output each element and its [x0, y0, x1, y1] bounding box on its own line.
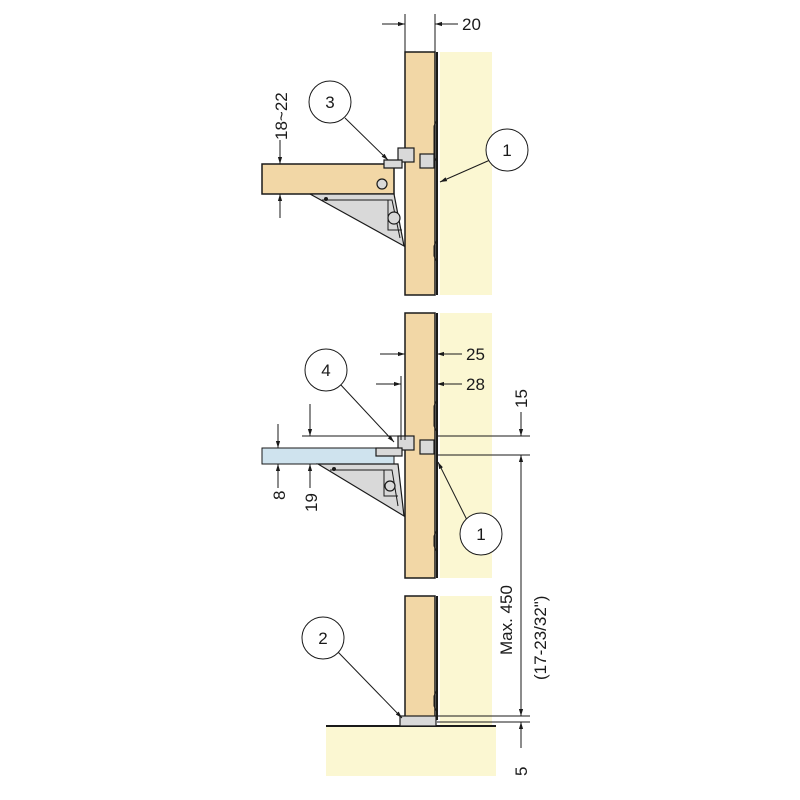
label-20: 20 — [462, 15, 481, 34]
glass-shelf-bracket — [315, 463, 405, 518]
label-8: 8 — [270, 491, 289, 500]
label-25: 25 — [466, 345, 485, 364]
rail-profile — [433, 52, 438, 720]
rail-end-cap — [399, 715, 437, 727]
dim-glass-8: 8 — [268, 424, 300, 500]
wood-shelf — [261, 163, 395, 195]
callout-4: 4 — [304, 348, 395, 443]
dim-bottom-gap: 5 — [437, 721, 531, 776]
dim-panel-thickness: 20 — [382, 14, 481, 52]
dim-gap-15: 15 — [437, 389, 531, 456]
wall-section-top — [440, 52, 492, 295]
callout-1-top-number: 1 — [502, 141, 511, 160]
callout-1-top: 1 — [439, 128, 529, 183]
glass-shelf — [261, 447, 395, 465]
callout-1-middle: 1 — [437, 461, 503, 556]
callout-1-middle-number: 1 — [476, 525, 485, 544]
floor-plinth — [326, 726, 496, 776]
panel-segment-bottom — [404, 595, 436, 720]
label-15: 15 — [512, 389, 531, 408]
callout-4-number: 4 — [321, 361, 330, 380]
dim-glass-19: 19 — [302, 404, 400, 512]
label-19: 19 — [302, 493, 321, 512]
label-max-450-inch: (17-23/32") — [531, 596, 550, 680]
callout-3: 3 — [308, 80, 389, 161]
label-max-450: Max. 450 — [497, 585, 516, 655]
callout-3-number: 3 — [325, 93, 334, 112]
glass-shelf-assembly — [261, 435, 435, 518]
label-28: 28 — [466, 375, 485, 394]
panel-segment-top — [404, 51, 436, 296]
label-5: 5 — [512, 767, 531, 776]
dim-shelf-thickness: 18~22 — [266, 92, 300, 218]
callout-2: 2 — [301, 616, 403, 719]
hook-clip-top — [397, 147, 415, 163]
label-18-22: 18~22 — [272, 92, 291, 140]
hook-clip-middle — [397, 435, 415, 451]
dim-depth-28: 28 — [376, 375, 485, 440]
dim-spacing-max: Max. 450 (17-23/32") — [437, 455, 550, 717]
dim-depth-25: 25 — [380, 344, 485, 440]
callout-2-number: 2 — [318, 629, 327, 648]
